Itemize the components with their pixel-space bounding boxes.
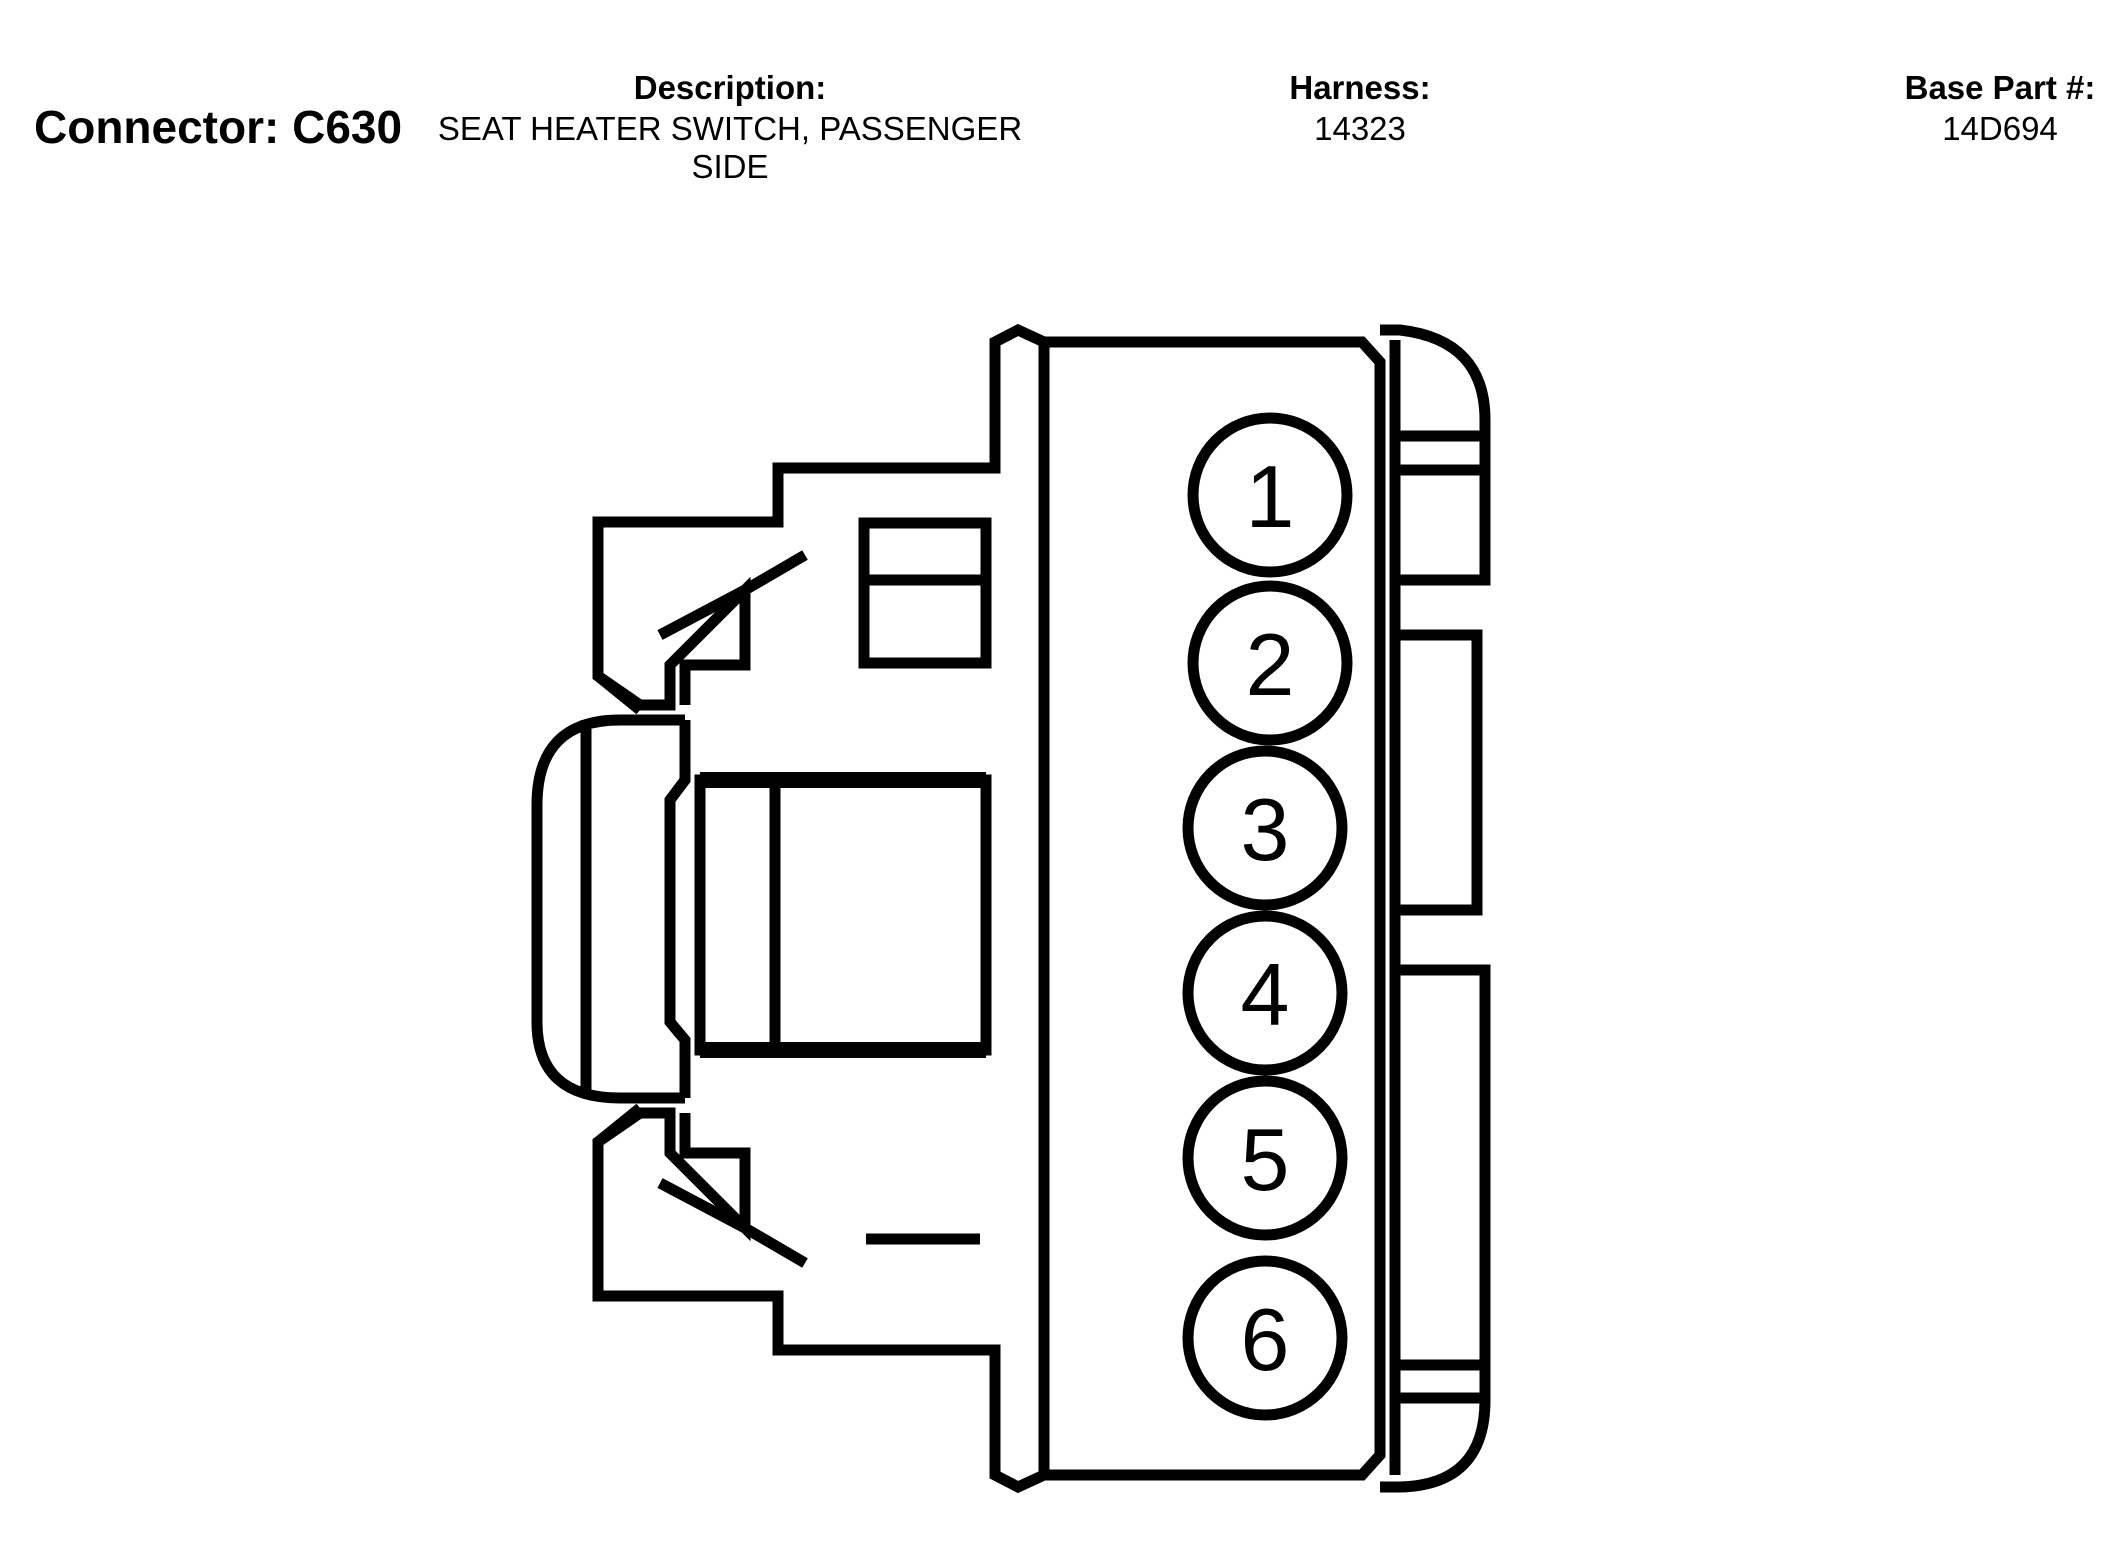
pin-2-circle — [1187, 580, 1353, 746]
harness-column: Harness: 14323 — [1200, 66, 1520, 148]
pin-2: 2 — [1187, 580, 1353, 746]
pin-3: 3 — [1182, 745, 1348, 911]
pin-6-circle — [1182, 1255, 1348, 1421]
pin-4-label: 4 — [1241, 945, 1290, 1044]
pin-4: 4 — [1182, 910, 1348, 1076]
pin-5-circle — [1182, 1075, 1348, 1241]
bottom-latch — [592, 1107, 808, 1296]
description-column: Description: SEAT HEATER SWITCH, PASSENG… — [400, 66, 1060, 186]
base-part-column: Base Part #: 14D694 — [1840, 66, 2124, 148]
left-bump — [531, 714, 691, 1104]
pin-4-circle — [1182, 910, 1348, 1076]
pin-5: 5 — [1182, 1075, 1348, 1241]
description-value: SEAT HEATER SWITCH, PASSENGER SIDE — [437, 110, 1023, 185]
pin-6: 6 — [1182, 1255, 1348, 1421]
pin-1-circle — [1187, 412, 1353, 578]
center-window — [694, 772, 992, 1058]
right-side-profile — [1380, 324, 1491, 1493]
pin-3-circle — [1182, 745, 1348, 911]
harness-label: Harness: — [1289, 69, 1431, 106]
connector-id: Connector: C630 — [34, 101, 403, 153]
base-part-label: Base Part #: — [1904, 69, 2096, 106]
pin-2-label: 2 — [1246, 615, 1295, 714]
pin-1-label: 1 — [1246, 447, 1295, 546]
base-part-value: 14D694 — [1942, 110, 2058, 147]
pin-5-label: 5 — [1241, 1110, 1290, 1209]
pin-6-label: 6 — [1241, 1290, 1290, 1389]
pin-1: 1 — [1187, 412, 1353, 578]
top-window — [858, 517, 992, 669]
top-latch — [592, 522, 808, 711]
pin-3-label: 3 — [1241, 780, 1290, 879]
description-label: Description: — [633, 69, 827, 106]
harness-value: 14323 — [1314, 110, 1406, 147]
